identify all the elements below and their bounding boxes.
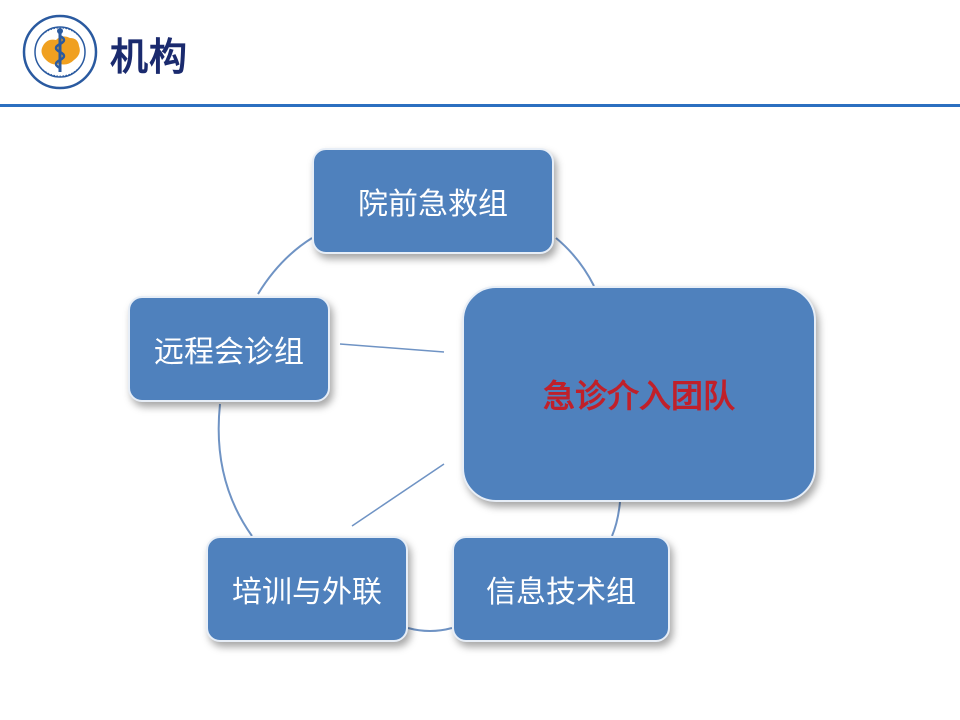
node-prehospital-emergency-group: 院前急救组 bbox=[312, 148, 554, 254]
arc-prehospital-to-center bbox=[555, 237, 595, 287]
arc-remote-to-training bbox=[217, 403, 253, 537]
node-information-technology-group: 信息技术组 bbox=[452, 536, 670, 642]
node-label: 信息技术组 bbox=[486, 575, 636, 610]
chest-pain-center-logo-icon bbox=[22, 14, 98, 90]
header-divider bbox=[0, 104, 960, 107]
node-label: 培训与外联 bbox=[232, 575, 382, 610]
link-training-to-center bbox=[351, 463, 445, 527]
page-title: 机构 bbox=[110, 35, 189, 79]
arc-training-to-it bbox=[407, 627, 453, 632]
node-label: 院前急救组 bbox=[358, 187, 508, 222]
node-training-outreach: 培训与外联 bbox=[206, 536, 408, 642]
node-label: 远程会诊组 bbox=[154, 335, 304, 370]
node-remote-consultation-group: 远程会诊组 bbox=[128, 296, 330, 402]
arc-center-to-it bbox=[611, 501, 621, 537]
link-remote-to-center bbox=[339, 343, 445, 353]
center-node-label: 急诊介入团队 bbox=[542, 377, 735, 415]
header: 机构 bbox=[0, 0, 960, 110]
node-emergency-intervention-team: 急诊介入团队 bbox=[462, 286, 816, 502]
arc-remote-to-prehospital bbox=[257, 237, 313, 295]
